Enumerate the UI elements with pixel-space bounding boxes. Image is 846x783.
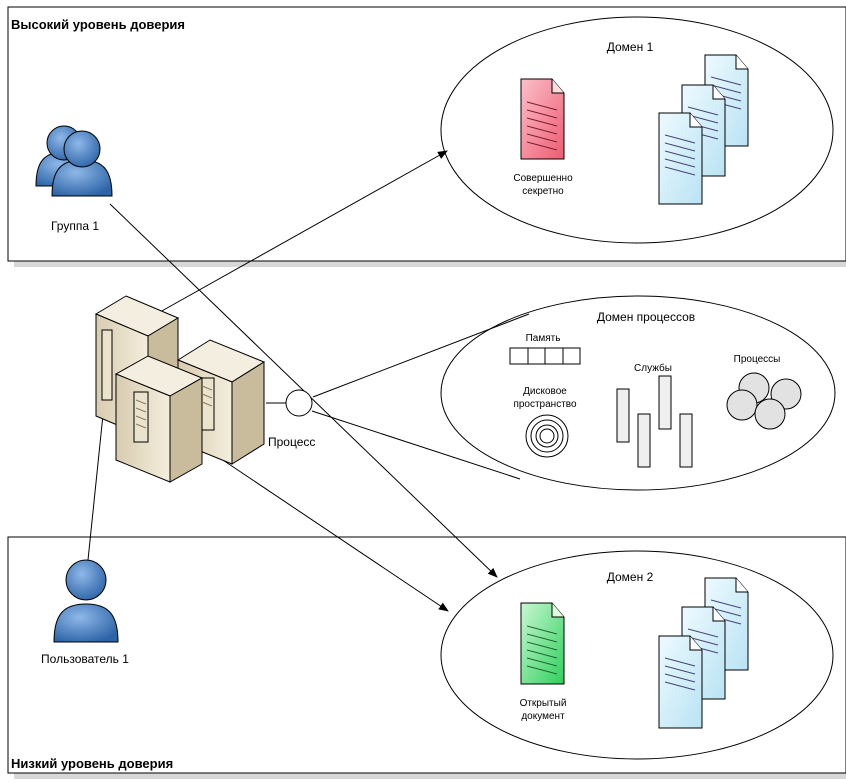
process-line-bottom <box>311 410 521 480</box>
user-label: Пользователь 1 <box>41 652 129 666</box>
arrow-server-to-domain1 <box>159 150 448 313</box>
disk-label-1: Дисковое <box>523 386 567 397</box>
document-stack-icon <box>658 577 749 729</box>
open-doc-label-2: документ <box>521 711 565 722</box>
document-stack-icon <box>658 54 749 205</box>
process-node <box>285 389 313 417</box>
server-cluster-icon <box>94 295 266 483</box>
services-label: Службы <box>634 362 672 374</box>
domain-2-title: Домен 2 <box>607 570 654 584</box>
user-icon <box>53 559 119 643</box>
disk-icon <box>525 414 569 458</box>
process-label: Процесс <box>268 435 315 449</box>
memory-icon <box>509 347 581 365</box>
disk-label-2: пространство <box>513 399 577 410</box>
process-domain: Домен процессов Память Дисковое простран… <box>440 295 836 491</box>
secret-document-icon <box>520 78 565 160</box>
high-trust-title: Высокий уровень доверия <box>11 17 185 32</box>
domain-2: Домен 2 Открытый документ <box>440 550 834 760</box>
process-line-top <box>312 313 530 398</box>
services-icon <box>616 375 693 468</box>
low-trust-title: Низкий уровень доверия <box>11 756 173 771</box>
arrow-server-to-domain2 <box>195 441 449 612</box>
secret-doc-label-2: секретно <box>522 186 564 197</box>
open-doc-label-1: Открытый <box>520 698 567 709</box>
open-document-icon <box>520 602 565 685</box>
arrow-user-to-server <box>87 404 108 561</box>
memory-label: Память <box>526 333 561 344</box>
processes-icon <box>726 372 802 430</box>
group-label: Группа 1 <box>51 219 99 233</box>
domain-1-title: Домен 1 <box>607 40 654 54</box>
processes-label: Процессы <box>734 354 781 365</box>
domain-1: Домен 1 Совершенно секретно <box>440 16 834 244</box>
process-domain-title: Домен процессов <box>597 310 695 324</box>
secret-doc-label-1: Совершенно <box>513 173 573 184</box>
group-users-icon <box>35 125 113 197</box>
